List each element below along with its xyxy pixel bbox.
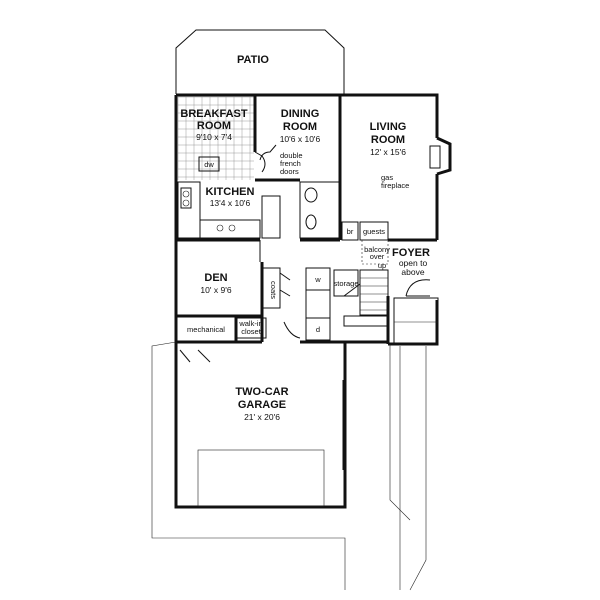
dw-label: dw — [204, 160, 214, 169]
garage — [151, 341, 427, 591]
den-dims: 10' x 9'6 — [200, 285, 231, 295]
den-label: DEN — [204, 272, 227, 284]
gas-fireplace-2: fireplace — [381, 181, 409, 190]
room-labels: BREAKFAST ROOM 9'10 x 7'4 DINING ROOM 10… — [180, 108, 430, 422]
living-label-1: LIVING — [370, 121, 407, 133]
interior-walls — [176, 95, 431, 342]
dining-label-1: DINING — [281, 108, 320, 120]
living-dims: 12' x 15'6 — [370, 147, 406, 157]
kitchen-dims: 13'4 x 10'6 — [210, 198, 251, 208]
patio-area: PATIO — [175, 29, 345, 94]
foyer-label: FOYER — [392, 247, 430, 259]
br-label: br — [347, 227, 354, 236]
garage-label-1: TWO-CAR — [235, 386, 288, 398]
balcony-1: balcony — [364, 245, 390, 254]
dining-dims: 10'6 x 10'6 — [280, 134, 321, 144]
double-french-2: french — [280, 159, 301, 168]
foyer-note-2: above — [401, 267, 424, 277]
gas-fireplace-1: gas — [381, 173, 393, 182]
walk-in-2: closet — [241, 327, 262, 336]
balcony-2: over — [370, 252, 385, 261]
breakfast-label-2: ROOM — [197, 120, 231, 132]
foyer-note-1: open to — [399, 258, 428, 268]
front-porch — [393, 297, 439, 345]
breakfast-dims: 9'10 x 7'4 — [196, 132, 232, 142]
double-french-3: doors — [280, 167, 299, 176]
door-swings — [179, 144, 301, 363]
breakfast-label-1: BREAKFAST — [180, 108, 248, 120]
walk-in-1: walk-in — [238, 319, 262, 328]
annotations: dw double french doors gas fireplace br … — [187, 151, 409, 336]
exterior-walls — [174, 93, 439, 346]
garage-dims: 21' x 20'6 — [244, 412, 280, 422]
d-label: d — [316, 325, 320, 334]
double-french-1: double — [280, 151, 303, 160]
gas-fireplace — [429, 136, 452, 176]
w-label: w — [314, 275, 321, 284]
up-label: up — [378, 261, 386, 270]
dining-label-2: ROOM — [283, 121, 317, 133]
kitchen-tile-floor — [177, 96, 254, 237]
patio-label: PATIO — [237, 54, 269, 66]
coats-label: coats — [269, 281, 278, 299]
kitchen-label: KITCHEN — [206, 186, 255, 198]
mechanical-label: mechanical — [187, 325, 225, 334]
storage-label: storage — [333, 279, 358, 288]
garage-label-2: GARAGE — [238, 399, 286, 411]
guests-label: guests — [363, 227, 385, 236]
living-label-2: ROOM — [371, 134, 405, 146]
